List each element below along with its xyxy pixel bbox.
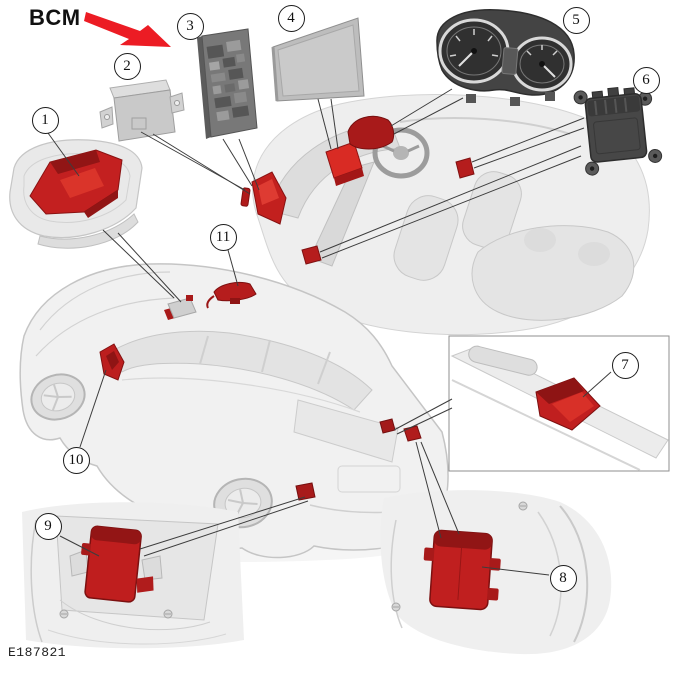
- inset-rear-quarter-left: [22, 502, 244, 649]
- highlight-sill-module: [535, 377, 601, 431]
- item-touchscreen-display: [271, 17, 365, 102]
- front-wheel: [30, 373, 86, 421]
- screw-icons: [59, 609, 173, 619]
- gauge-right: [511, 36, 573, 92]
- leader-lines: [47, 88, 612, 576]
- screw-icons: [391, 501, 528, 612]
- highlight-dash-right-module: [455, 157, 475, 179]
- figure-code: E187821: [8, 645, 67, 660]
- item-bcm-junction-board: [197, 28, 258, 139]
- bcm-arrow-icon: [84, 12, 171, 47]
- highlight-dash-center-module: [325, 141, 364, 186]
- highlight-module-8: [423, 529, 501, 611]
- gauge-left: [438, 18, 510, 84]
- interior-cutaway-view: [240, 94, 650, 336]
- highlight-roof-antenna: [206, 281, 257, 309]
- inset-rear-quarter-right: [380, 490, 612, 655]
- highlight-overhead-module: [29, 149, 123, 218]
- bcm-label: BCM: [29, 5, 81, 30]
- highlight-a-pillar-bracket: [240, 171, 287, 225]
- item-small-control-module: [99, 79, 185, 142]
- item-large-control-module: [573, 86, 663, 176]
- highlight-cluster-surround: [347, 116, 395, 150]
- item-overhead-console: [9, 139, 143, 249]
- highlight-module-9: [81, 525, 154, 603]
- item-instrument-cluster: [436, 9, 575, 106]
- highlight-roof-module: [164, 295, 197, 320]
- highlight-rear-quarter-left: [379, 418, 396, 434]
- highlight-under-seat-module: [301, 245, 322, 265]
- inset-sill-trim: [448, 335, 670, 472]
- highlight-rear-bumper: [295, 482, 316, 501]
